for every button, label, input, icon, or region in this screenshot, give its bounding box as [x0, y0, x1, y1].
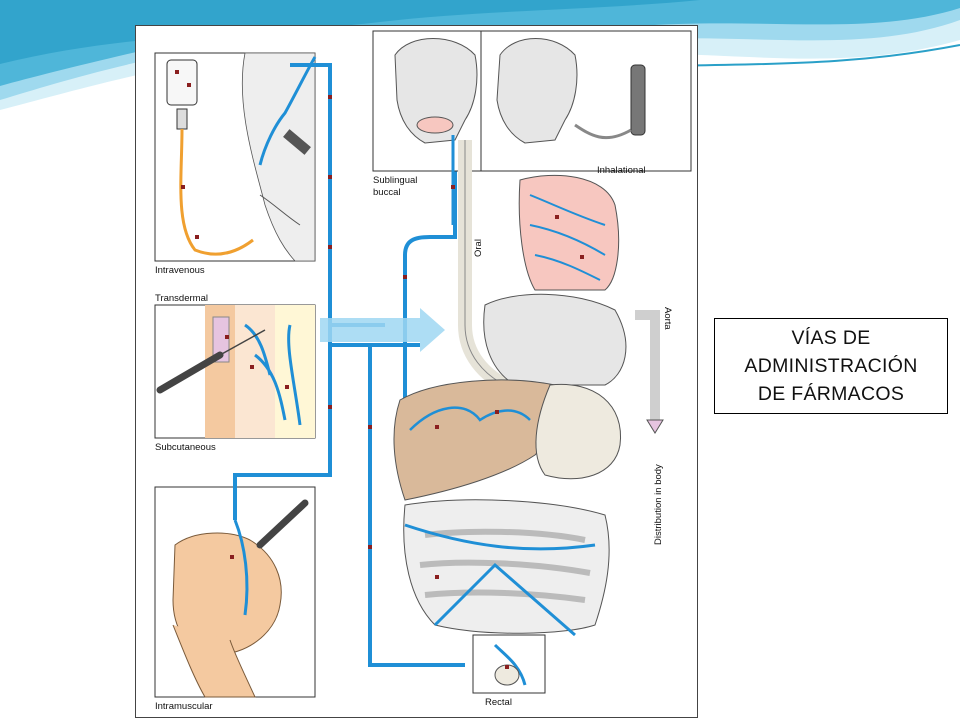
label-distribution-in-body: Distribution in body: [653, 464, 664, 545]
label-rectal: Rectal: [485, 697, 512, 708]
title-line-2: ADMINISTRACIÓN: [744, 355, 918, 377]
label-inhalational: Inhalational: [597, 165, 646, 176]
intramuscular-panel: Intramuscular: [154, 486, 316, 712]
label-intramuscular: Intramuscular: [155, 701, 213, 712]
lungs: [518, 174, 620, 291]
label-oral: Oral: [473, 239, 484, 257]
title-line-3: DE FÁRMACOS: [757, 383, 905, 405]
label-transdermal: Transdermal: [155, 293, 208, 304]
slide-title-box: VÍAS DE ADMINISTRACIÓN DE FÁRMACOS: [714, 318, 948, 414]
label-subcutaneous: Subcutaneous: [155, 442, 216, 453]
iv-tubing: [179, 128, 254, 256]
label-buccal: buccal: [373, 187, 400, 198]
intravenous-panel: Intravenous: [154, 52, 317, 276]
liver: [393, 379, 560, 501]
rectal-panel: Rectal: [472, 634, 546, 708]
drug-administration-routes-diagram: Intravenous Transdermal Subcutaneous Int…: [135, 25, 698, 718]
aorta: [635, 310, 660, 420]
label-sublingual: Sublingual: [373, 175, 417, 186]
inhalational-panel: Inhalational: [480, 30, 692, 176]
stomach: [535, 383, 622, 480]
title-line-1: VÍAS DE: [791, 327, 871, 349]
intestines: [403, 499, 610, 637]
label-intravenous: Intravenous: [155, 265, 205, 276]
drug-particles: [175, 70, 584, 669]
label-aorta: Aorta: [662, 307, 673, 330]
central-flow-arrow: [320, 308, 445, 352]
transdermal-subcutaneous-panel: Transdermal Subcutaneous: [154, 293, 316, 453]
heart: [483, 293, 627, 386]
